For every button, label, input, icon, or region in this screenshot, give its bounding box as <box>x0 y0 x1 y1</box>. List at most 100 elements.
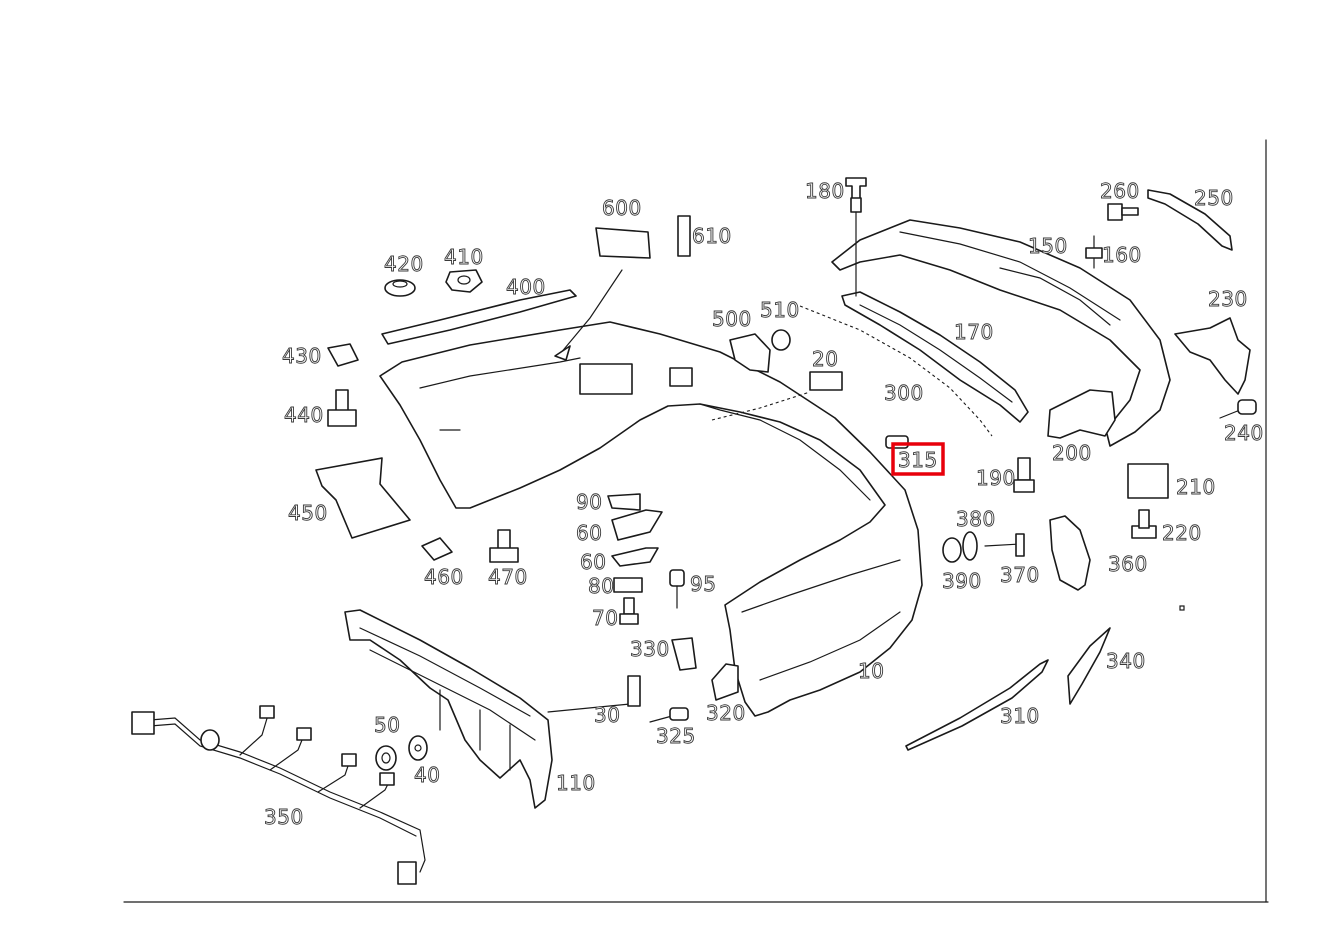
dot-mark <box>1179 605 1185 611</box>
clip-460 <box>421 537 453 561</box>
callout-510: 510 <box>760 298 800 322</box>
callout-300: 300 <box>884 381 924 405</box>
sensor-370 <box>984 533 1025 557</box>
bracket-230 <box>1174 317 1251 395</box>
washer-420 <box>384 279 416 297</box>
callout-160: 160 <box>1102 243 1142 267</box>
bumper-cover <box>379 321 923 717</box>
callout-470: 470 <box>488 565 528 589</box>
callout-30: 30 <box>594 703 620 727</box>
guide-line <box>711 391 811 421</box>
bracket-20 <box>809 371 843 391</box>
callout-430: 430 <box>282 344 322 368</box>
grille-320 <box>711 663 739 701</box>
callout-315: 315 <box>898 448 938 472</box>
callout-380: 380 <box>956 507 996 531</box>
arrow-600 <box>559 269 623 355</box>
callout-60-upper: 60 <box>576 521 602 545</box>
trim-250 <box>1147 189 1233 251</box>
stud-95 <box>669 569 685 609</box>
clip-90 <box>607 493 641 511</box>
callout-40: 40 <box>414 763 440 787</box>
upper-panel-150 <box>831 219 1171 447</box>
callout-200: 200 <box>1052 441 1092 465</box>
pin-240 <box>1219 399 1257 419</box>
callout-10: 10 <box>858 659 884 683</box>
callout-500: 500 <box>712 307 752 331</box>
bracket-60b <box>611 547 659 567</box>
clip-210 <box>1127 463 1169 499</box>
strip-400 <box>381 289 577 345</box>
nut-410 <box>445 269 483 293</box>
callout-20: 20 <box>812 347 838 371</box>
seal-380 <box>962 531 978 561</box>
ring-390 <box>942 537 962 563</box>
callout-190: 190 <box>976 466 1016 490</box>
callout-110: 110 <box>556 771 596 795</box>
callout-350: 350 <box>264 805 304 829</box>
callout-390: 390 <box>942 569 982 593</box>
callout-70: 70 <box>592 606 618 630</box>
clip-190 <box>1013 457 1035 493</box>
callout-250: 250 <box>1194 186 1234 210</box>
wiring-harness-350 <box>131 705 426 885</box>
callout-400: 400 <box>506 275 546 299</box>
bolt-470 <box>489 529 519 563</box>
pin-325 <box>649 707 689 723</box>
callout-440: 440 <box>284 403 324 427</box>
housing-500 <box>729 329 791 373</box>
callout-310: 310 <box>1000 704 1040 728</box>
clip-80 <box>613 577 643 593</box>
callout-80: 80 <box>588 574 614 598</box>
strip-170 <box>841 291 1029 423</box>
callout-170: 170 <box>954 320 994 344</box>
clip-160 <box>1085 235 1103 269</box>
bumper-support-110 <box>344 609 553 809</box>
washer-40 <box>408 735 428 761</box>
rivet-180 <box>845 177 867 297</box>
callout-320: 320 <box>706 701 746 725</box>
callout-95: 95 <box>690 572 716 596</box>
callout-220: 220 <box>1162 521 1202 545</box>
callout-325: 325 <box>656 724 696 748</box>
callout-410: 410 <box>444 245 484 269</box>
callout-240: 240 <box>1224 421 1264 445</box>
callout-360: 360 <box>1108 552 1148 576</box>
screw-260 <box>1107 203 1139 221</box>
bracket-330 <box>671 637 697 671</box>
callout-370: 370 <box>1000 563 1040 587</box>
rod-30 <box>547 675 641 713</box>
callout-460: 460 <box>424 565 464 589</box>
screw-315 <box>885 435 909 449</box>
callout-610: 610 <box>692 224 732 248</box>
bracket-340 <box>1067 627 1111 705</box>
callout-260: 260 <box>1100 179 1140 203</box>
strip-310 <box>905 659 1049 751</box>
bolt-220 <box>1131 509 1157 539</box>
bolt-440 <box>327 389 357 427</box>
screw-70 <box>619 597 639 625</box>
callout-340: 340 <box>1106 649 1146 673</box>
callout-600: 600 <box>602 196 642 220</box>
callout-90: 90 <box>576 490 602 514</box>
clip-430 <box>327 343 359 367</box>
bracket-360 <box>1049 515 1091 591</box>
grommet-50 <box>375 745 397 771</box>
callout-230: 230 <box>1208 287 1248 311</box>
molding-510 <box>799 305 993 437</box>
callout-330: 330 <box>630 637 670 661</box>
bracket-60a <box>611 509 663 541</box>
cover-200 <box>1047 389 1116 439</box>
callout-150: 150 <box>1028 234 1068 258</box>
callout-50: 50 <box>374 713 400 737</box>
callout-210: 210 <box>1176 475 1216 499</box>
highlight-box-315 <box>891 442 945 476</box>
callout-420: 420 <box>384 252 424 276</box>
callout-450: 450 <box>288 501 328 525</box>
panel-450 <box>315 457 411 539</box>
clip-610 <box>677 215 691 257</box>
callout-60-lower: 60 <box>580 550 606 574</box>
flap-600 <box>595 227 651 259</box>
callout-180: 180 <box>805 179 845 203</box>
